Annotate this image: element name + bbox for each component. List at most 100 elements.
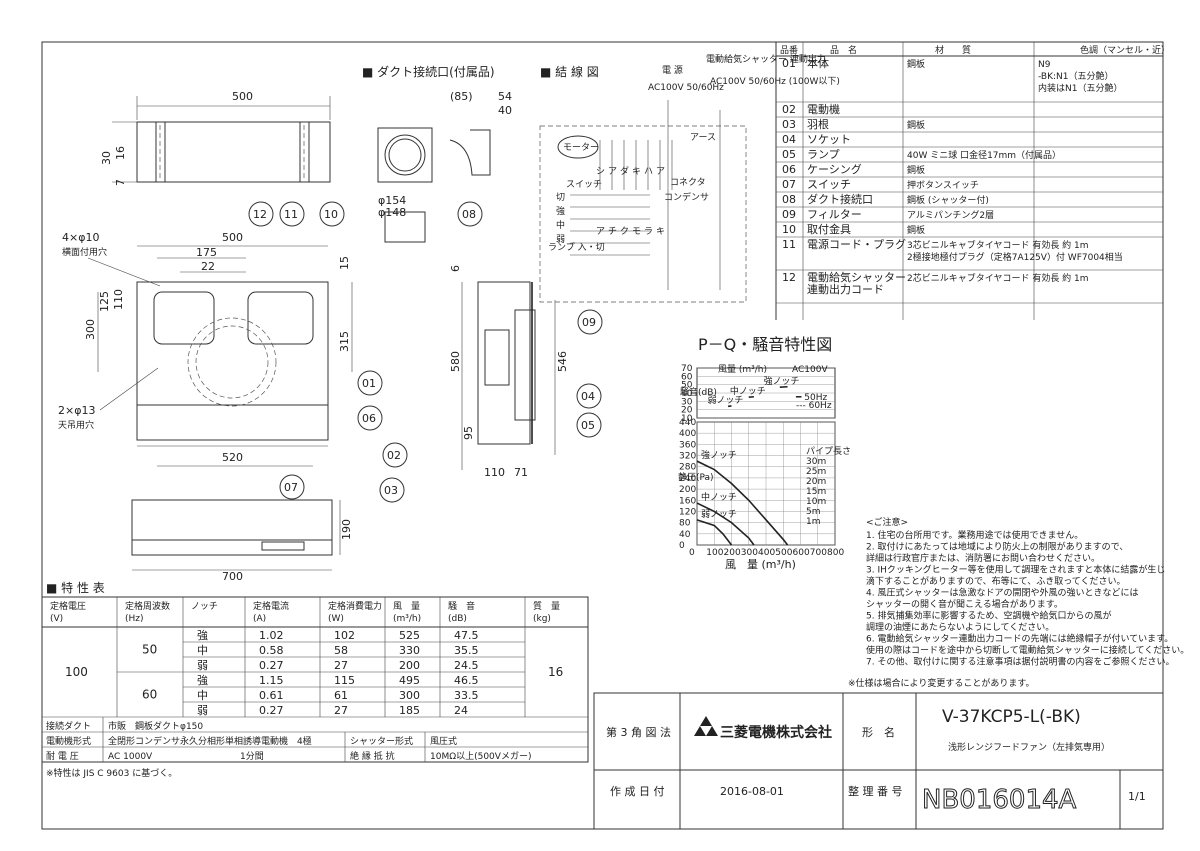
parts-material: 鋼板 (907, 58, 925, 70)
pq-resistance-label: 15m (806, 487, 826, 497)
pq-ylabel: 静圧(Pa) (678, 471, 714, 483)
parts-no: 10 (782, 223, 796, 236)
parts-name: フィルター (807, 208, 862, 221)
part-number: 07 (284, 481, 298, 494)
parts-material: 押ボタンスイッチ (907, 179, 979, 191)
spec-duct-label: 接続ダクト (46, 720, 91, 732)
note-line: 滴下することがありますので、布等にて、ふき取ってください。 (866, 575, 1125, 587)
spec-cell: 27 (334, 659, 348, 672)
note-line: 7. その他、取付けに関する注意事項は据付説明書の内容をご参照ください。 (866, 656, 1174, 668)
pq-series-label: 強ノッチ (701, 449, 737, 461)
spec-shutter-value: 風圧式 (430, 735, 457, 747)
pq-xlabel: 風 量 (m³/h) (725, 558, 796, 571)
parts-color: 内装はN1（五分艶） (1038, 82, 1122, 94)
spec-cell: 27 (334, 704, 348, 717)
spec-header: 定格周波数 (125, 600, 170, 612)
part-number: 10 (324, 208, 338, 221)
spec-header: (V) (50, 614, 63, 624)
wiring-earth: アース (690, 133, 716, 143)
spec-header: (A) (253, 614, 266, 624)
pq-chart-title: P－Q・騒音特性図 (698, 335, 832, 354)
parts-name: ランプ (807, 148, 840, 161)
note-line: 5. 排気捕集効率に影響するため、空調機や給気口からの風が (866, 610, 1111, 622)
spec-header: (W) (328, 614, 344, 624)
spec-frequency: 60 (142, 688, 157, 702)
part-number: 11 (284, 208, 298, 221)
spec-cell: 0.27 (259, 704, 284, 717)
parts-name: 電動機 (807, 102, 840, 116)
spec-insulation-label: 絶 縁 抵 抗 (350, 750, 395, 762)
dim-side-95: 95 (462, 426, 475, 440)
parts-material: アルミパンチング2層 (907, 209, 994, 221)
noise-legend: --- 60Hz (796, 401, 832, 411)
parts-color: -BK:N1（五分艶） (1038, 70, 1114, 82)
front-view: 190 700 (132, 500, 353, 583)
dim-315: 315 (338, 331, 351, 352)
spec-mass: 16 (548, 665, 563, 679)
dim-300: 300 (84, 319, 97, 340)
dim-duct-40: 40 (498, 104, 512, 117)
spec-cell: 58 (334, 644, 348, 657)
parts-no: 11 (782, 238, 796, 251)
pq-xtick: 700 (810, 548, 827, 558)
spec-header: (Hz) (125, 614, 144, 624)
pq-ytick: 40 (679, 530, 691, 540)
spec-header: 風 量 (393, 601, 420, 612)
spec-cell: 35.5 (454, 644, 479, 657)
section-wiring-title: ■ 結 線 図 (540, 64, 599, 79)
pq-ytick: 200 (679, 485, 696, 495)
wire-color: ハ (644, 167, 653, 177)
dim-side-6: 6 (449, 265, 462, 272)
wiring-power-label: 電 源 (662, 65, 683, 76)
spec-cell: 47.5 (454, 629, 479, 642)
wire-color: キ (632, 167, 641, 177)
note-line: 1. 住宅の台所用です。業務用途では使用できません。 (866, 529, 1083, 541)
spec-cell: 1.15 (259, 674, 284, 687)
wire-color: ク (620, 226, 629, 237)
pq-xtick: 400 (758, 548, 775, 558)
part-number: 06 (362, 412, 376, 425)
spec-withstand-value: AC 1000V (108, 752, 153, 762)
part-number: 12 (253, 208, 267, 221)
spec-cell: 185 (399, 704, 420, 717)
dim-top-width: 500 (232, 90, 253, 103)
pq-series-label: 中ノッチ (701, 491, 737, 503)
face-view: 500 175 22 15 125 110 300 315 520 4×φ10 … (58, 231, 352, 466)
pq-ytick: 400 (679, 429, 696, 439)
spec-withstand-time: 1分間 (240, 751, 264, 762)
pq-resistance-label: 10m (806, 497, 826, 507)
title-block: 第 3 角 図 法 三菱電機株式会社 形 名 V-37KCP5-L(-BK) 浅… (594, 693, 1163, 829)
spec-header: 質 量 (533, 600, 560, 612)
wiring-motor: モーター (563, 142, 599, 153)
spec-shutter-label: シャッター形式 (350, 735, 413, 747)
noise-series-label: 強ノッチ (764, 375, 800, 387)
parts-header: 品 名 (830, 44, 857, 56)
spec-header: 定格電圧 (50, 600, 86, 612)
wire-color: チ (608, 226, 617, 237)
parts-no: 02 (782, 103, 796, 116)
notes: <ご注意>1. 住宅の台所用です。業務用途では使用できません。2. 取付けにあた… (848, 516, 1189, 689)
dim-175: 175 (196, 246, 217, 259)
parts-material: 鋼板 (907, 119, 925, 131)
parts-material: 鋼板 (907, 164, 925, 176)
pq-ytick: 280 (679, 463, 696, 473)
parts-name: 本体 (807, 56, 829, 70)
part-number: 02 (387, 449, 401, 462)
parts-name: 電源コード・プラグ (807, 237, 906, 251)
hole-2-note: 天吊用穴 (58, 419, 94, 431)
spec-header: 騒 音 (448, 600, 475, 612)
note-line: 調理の油煙にあたらないようにしてください。 (866, 621, 1054, 633)
spec-cell: 24 (454, 704, 468, 717)
tb-product: 浅形レンジフードファン（左排気専用） (948, 741, 1110, 753)
pq-xtick: 800 (827, 548, 844, 558)
wiring-shutter-spec: AC100V 50/60Hz (100W以下) (710, 77, 840, 87)
spec-cell: 0.58 (259, 644, 284, 657)
part-number: 04 (581, 390, 595, 403)
wire-color: ラ (644, 226, 653, 237)
pq-resistance-label: 30m (806, 457, 826, 467)
parts-no: 09 (782, 208, 796, 221)
parts-no: 07 (782, 178, 796, 191)
tb-date-label: 作 成 日 付 (610, 785, 665, 798)
